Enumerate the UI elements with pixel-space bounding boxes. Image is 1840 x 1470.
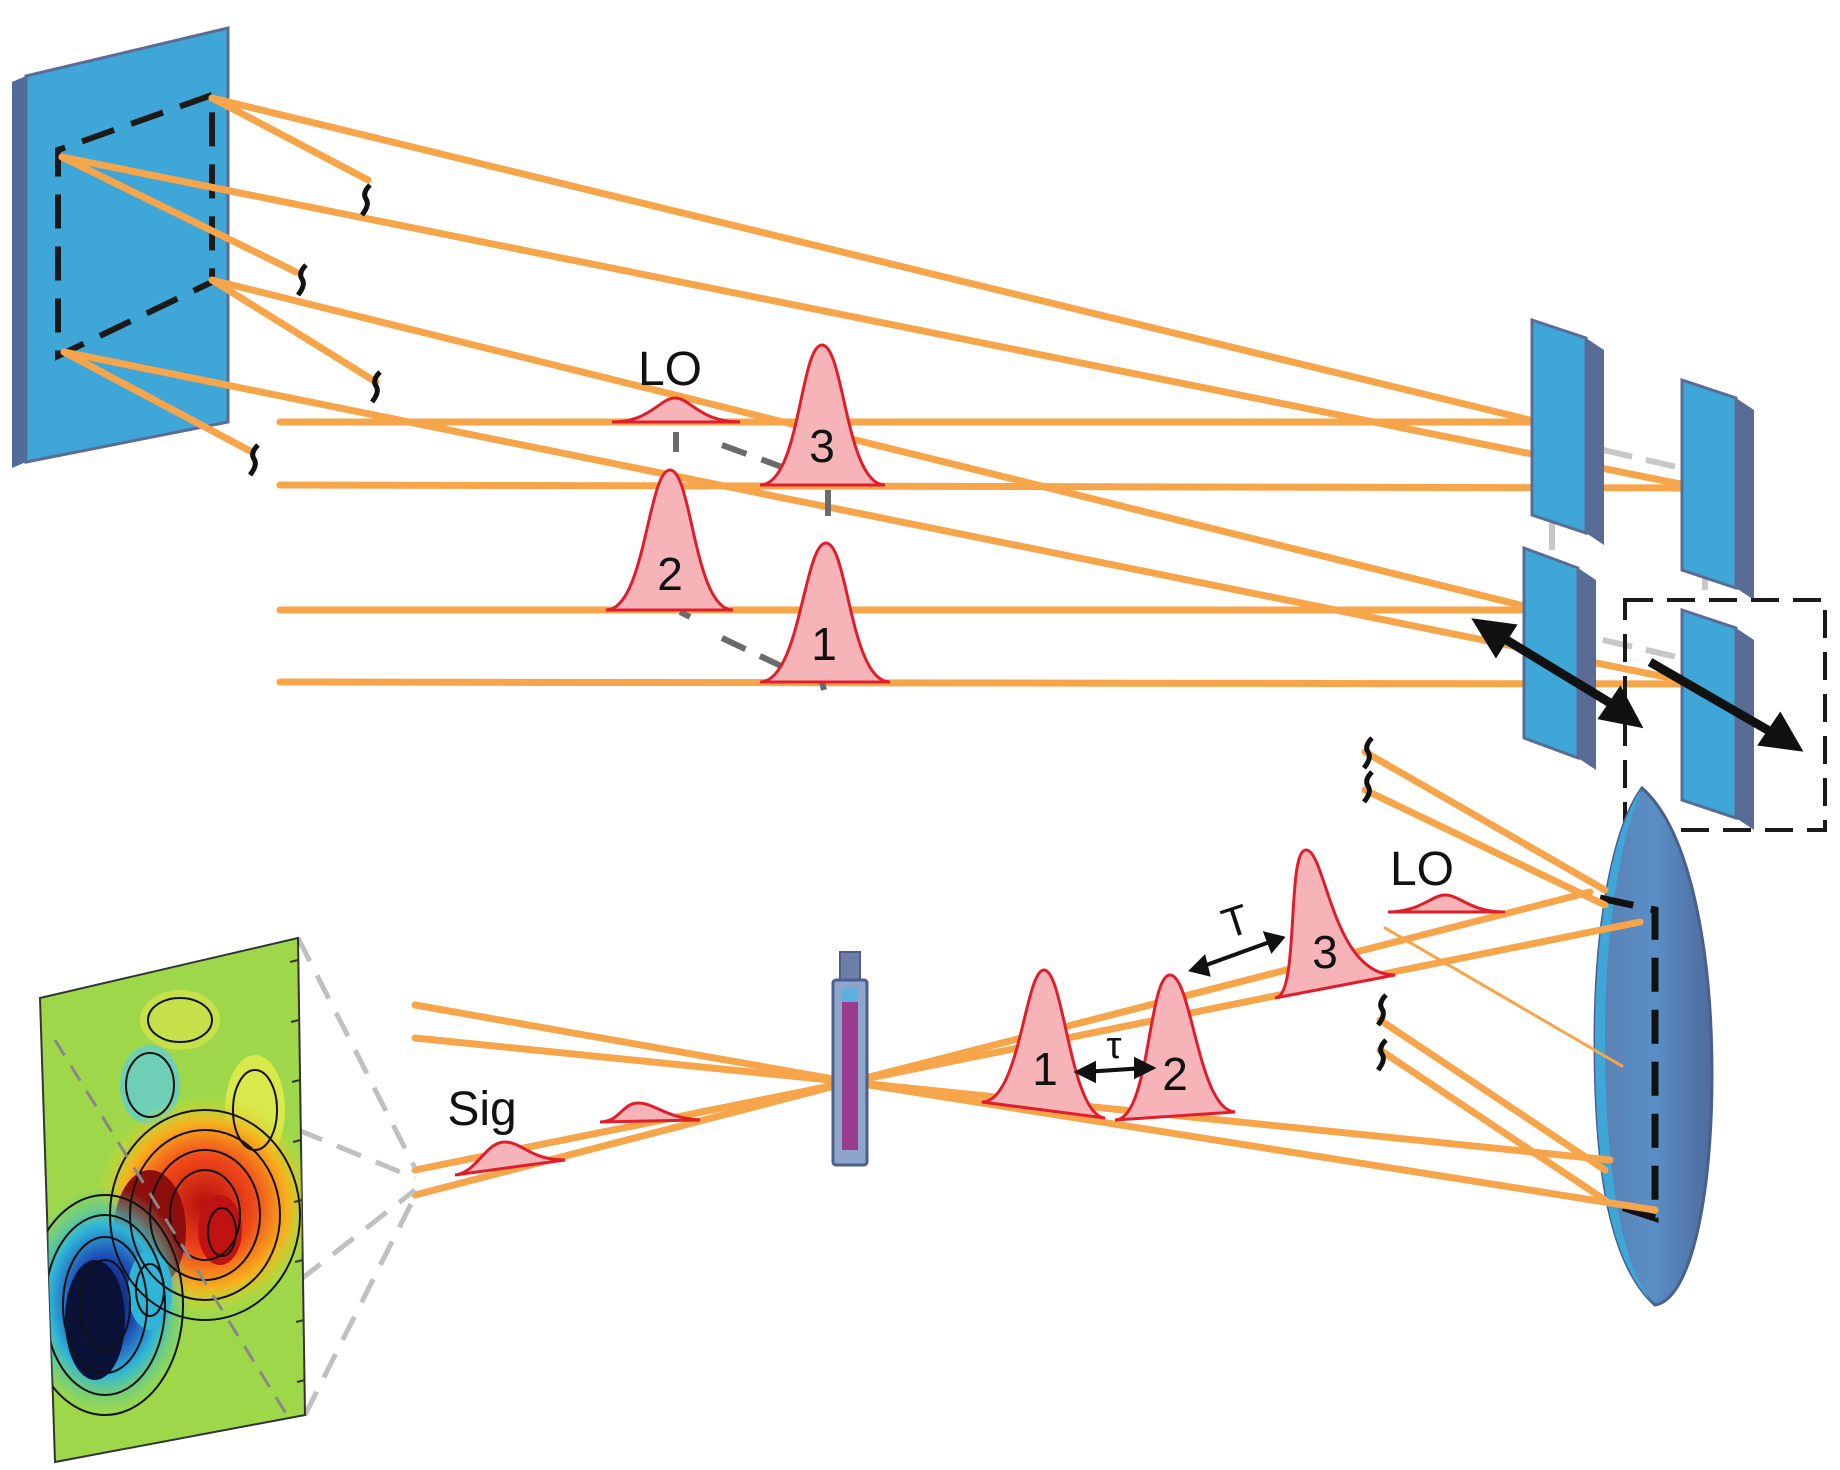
2d-spectrum (38, 936, 307, 1464)
label-pulse-3-top: 3 (809, 420, 835, 472)
top-break-marks (248, 183, 382, 477)
label-pulse-1-top: 1 (811, 618, 837, 670)
pulse-1-top (759, 541, 891, 684)
label-sig: Sig (447, 1083, 516, 1136)
top-pulses (605, 343, 891, 684)
label-pulse-2-top: 2 (657, 548, 683, 600)
top-beams (58, 94, 1704, 688)
pulse-lo-bottom (1387, 893, 1506, 914)
tau-arrow (1073, 1056, 1157, 1084)
pulse-3-top (759, 343, 886, 487)
label-pulse-3-bottom: 3 (1312, 926, 1338, 978)
label-pulse-1-bottom: 1 (1032, 1043, 1058, 1095)
spectrum-projection-lines (295, 936, 418, 1417)
bottom-pulses (454, 848, 1506, 1177)
delay-stage-box (1623, 598, 1827, 832)
label-T: T (1216, 895, 1255, 948)
pulse-1-bottom (981, 968, 1106, 1120)
mirror-dashed-region (55, 90, 215, 361)
sample-cuvette (831, 951, 869, 1167)
signal-pulse-a (599, 1101, 701, 1124)
pulse-lo-top (611, 396, 741, 424)
pulse-3-bottom (1274, 848, 1396, 1000)
label-lo-top: LO (638, 343, 702, 396)
label-pulse-2-bottom: 2 (1162, 1048, 1188, 1100)
bottom-break-marks (1362, 736, 1388, 1072)
label-lo-bottom: LO (1390, 843, 1454, 896)
delay-mirrors (1471, 317, 1827, 832)
T-arrow (1188, 931, 1286, 977)
signal-pulse-b (454, 1140, 566, 1177)
left-mirror (12, 26, 230, 468)
label-tau: τ (1106, 1025, 1121, 1067)
focusing-lens (1593, 785, 1714, 1307)
bottom-beams (411, 748, 1659, 1214)
top-dashed-links (673, 432, 831, 691)
pulse-2-bottom (1114, 973, 1236, 1122)
pulse-2-top (605, 468, 734, 612)
